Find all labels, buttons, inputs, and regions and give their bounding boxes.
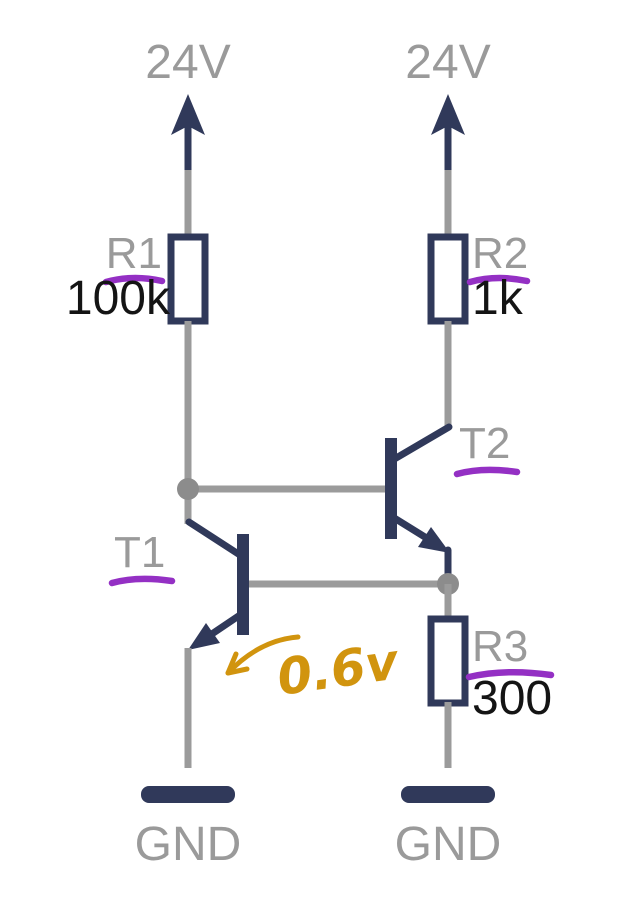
underline-t2 [453, 466, 521, 478]
annotation-voltage: 0.6v [274, 632, 403, 706]
t2-collector [387, 423, 453, 465]
label-r3-value: 300 [472, 672, 552, 725]
label-t1-ref: T1 [114, 528, 165, 577]
label-r2-value: 1k [472, 272, 524, 325]
label-r2-ref: R2 [472, 229, 528, 278]
label-t2-ref: T2 [459, 419, 510, 468]
t1-emitter-arrowhead-icon [188, 623, 220, 650]
supply-label-left: 24V [145, 36, 230, 89]
supply-arrow-left-icon [171, 94, 205, 135]
supply-arrow-right-icon [431, 94, 465, 135]
ground-label-right: GND [395, 818, 502, 871]
resistor-r1-body [167, 233, 209, 325]
annotation-arrow [225, 634, 301, 676]
ground-symbol-right [401, 786, 495, 803]
underline-r3 [465, 668, 555, 681]
t2-emitter-arrowhead-icon [418, 527, 450, 553]
underline-r2 [466, 274, 531, 286]
supply-label-right: 24V [405, 36, 490, 89]
label-r1-value: 100k [66, 272, 171, 325]
t1-collector [185, 518, 247, 561]
label-r3-ref: R3 [472, 622, 528, 671]
underline-r1 [102, 274, 166, 286]
ground-label-left: GND [135, 818, 242, 871]
underline-t1 [108, 575, 176, 587]
annotation-arrowhead-icon [225, 651, 250, 676]
resistor-r3-body [427, 615, 469, 707]
resistor-r2-body [427, 233, 469, 325]
ground-symbol-left [141, 786, 235, 803]
junction-dot-left [177, 478, 199, 500]
label-r1-ref: R1 [106, 229, 162, 278]
